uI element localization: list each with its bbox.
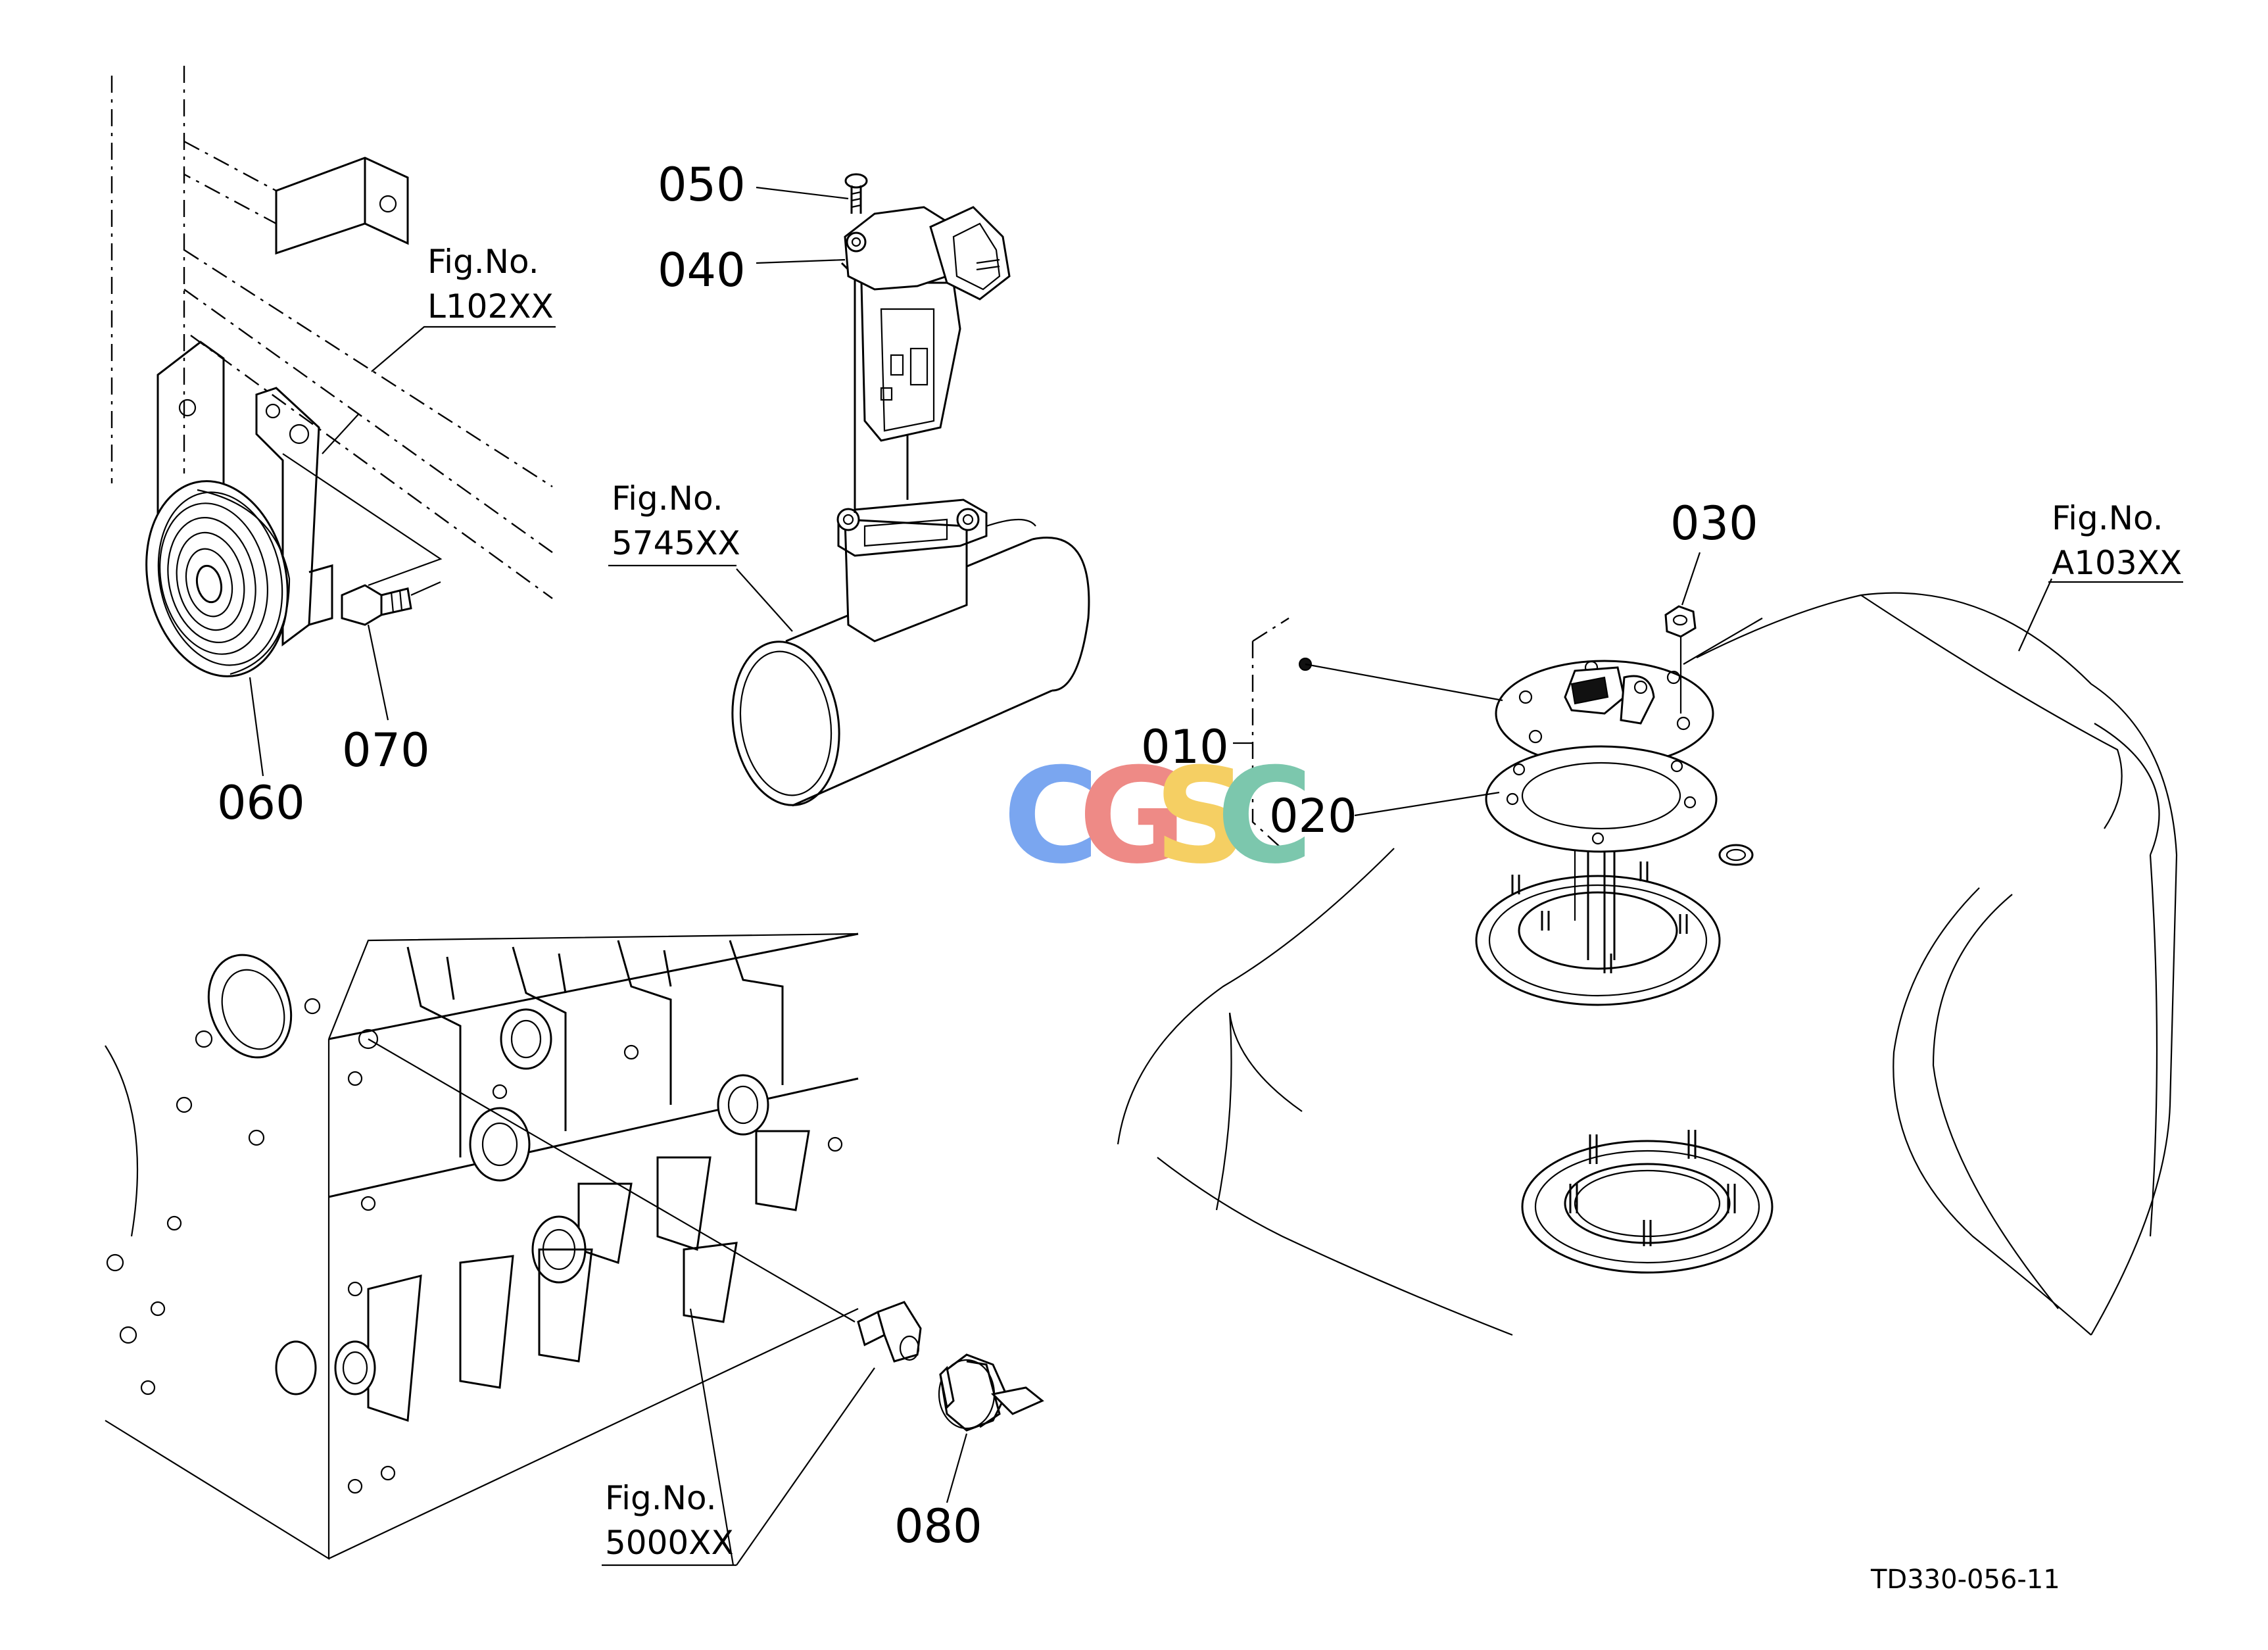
frame-drawing-left xyxy=(110,66,553,599)
fig-ref-5000xx[interactable]: Fig.No. 5000XX xyxy=(602,1479,736,1566)
label-070[interactable]: 070 xyxy=(342,723,430,777)
adapter-fitting[interactable] xyxy=(857,1301,922,1363)
watermark-letter-4: C xyxy=(1217,740,1313,893)
label-050[interactable]: 050 xyxy=(658,158,746,212)
fig-ref-a103xx[interactable]: Fig.No. A103XX xyxy=(2048,499,2183,583)
gasket-020[interactable] xyxy=(1354,745,1718,853)
watermark-letter-3: S xyxy=(1154,740,1249,893)
engine-block-drawing xyxy=(105,933,875,1566)
nut-030[interactable] xyxy=(1664,552,1701,714)
label-080[interactable]: 080 xyxy=(894,1499,982,1553)
fig-ref-5745xx-caption: Fig.No. xyxy=(612,479,723,518)
label-060[interactable]: 060 xyxy=(217,776,305,830)
label-010[interactable]: 010 xyxy=(1141,720,1229,774)
fig-ref-l102xx-caption: Fig.No. xyxy=(427,243,539,281)
fig-ref-5745xx[interactable]: Fig.No. 5745XX xyxy=(608,479,740,567)
label-030[interactable]: 030 xyxy=(1670,497,1758,550)
intake-pipe-drawing xyxy=(731,498,1090,807)
label-020[interactable]: 020 xyxy=(1269,789,1357,843)
fig-ref-5745xx-number: 5745XX xyxy=(612,524,740,562)
fig-ref-5000xx-number: 5000XX xyxy=(605,1524,734,1562)
maf-sensor-040[interactable] xyxy=(756,206,1011,513)
fuel-tank-drawing xyxy=(1117,578,2178,1336)
screw-050[interactable] xyxy=(756,173,868,214)
horn-060[interactable] xyxy=(129,387,443,777)
watermark-letter-2: G xyxy=(1078,740,1186,893)
label-040[interactable]: 040 xyxy=(658,243,746,297)
fuel-sender-010[interactable] xyxy=(1233,617,1714,967)
watermark-letter-1: C xyxy=(1003,740,1099,893)
fig-ref-l102xx-number: L102XX xyxy=(427,287,554,326)
fig-ref-a103xx-number: A103XX xyxy=(2052,544,2182,582)
cgsc-watermark: C G S C xyxy=(1003,740,1313,893)
fig-ref-l102xx[interactable]: Fig.No. L102XX xyxy=(371,243,556,372)
bolt-070[interactable] xyxy=(341,581,441,721)
drawing-code: TD330-056-11 xyxy=(1870,1565,2060,1595)
oil-pressure-switch-080[interactable] xyxy=(938,1353,1044,1503)
fig-ref-a103xx-caption: Fig.No. xyxy=(2052,499,2163,537)
fig-ref-5000xx-caption: Fig.No. xyxy=(605,1479,717,1517)
